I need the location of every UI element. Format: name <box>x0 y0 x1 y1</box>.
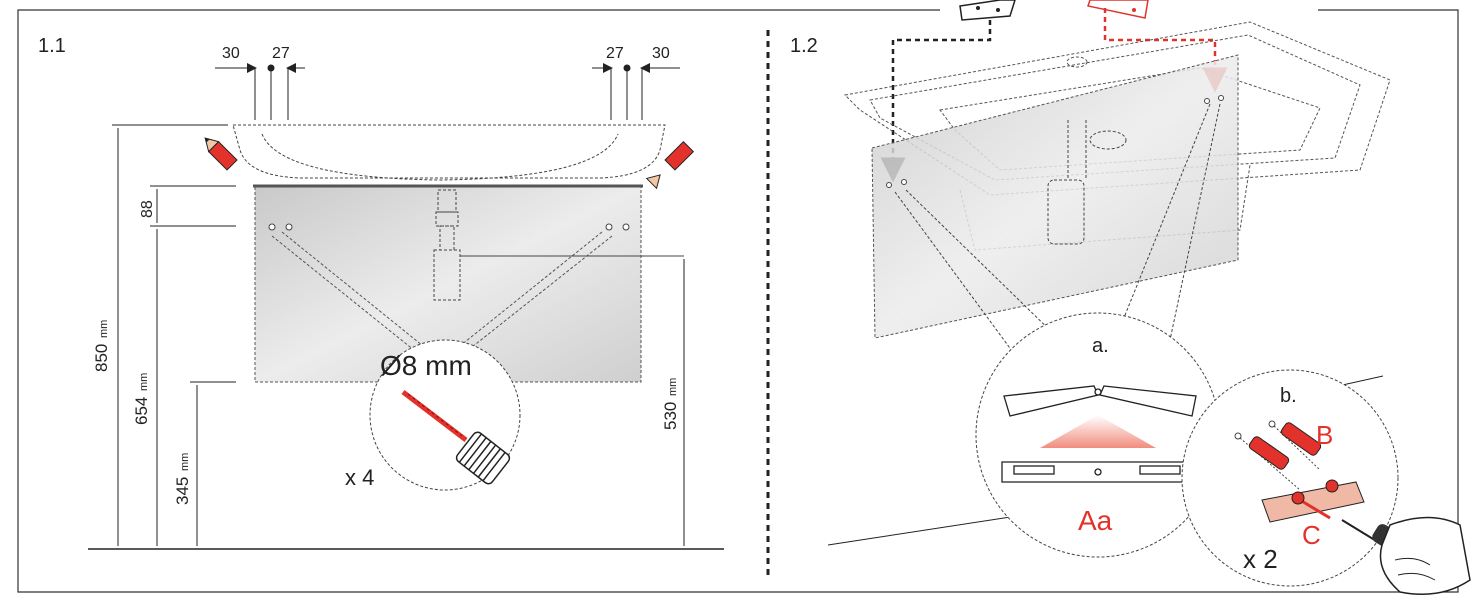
svg-text:530: 530 <box>661 402 680 430</box>
svg-text:654: 654 <box>132 397 151 425</box>
svg-text:345: 345 <box>173 477 192 505</box>
step-label-1-2: 1.2 <box>790 35 818 57</box>
svg-text:mm: mm <box>667 378 679 396</box>
siphon-3d-icon <box>1047 120 1127 245</box>
dim-345-label: 345 mm <box>173 453 192 505</box>
panel-1-1: 1.1 <box>38 35 724 550</box>
top-dimension-marks <box>215 63 680 120</box>
drill-bit-icon <box>401 390 511 485</box>
wall-plug-icon <box>1234 420 1365 523</box>
svg-text:mm: mm <box>98 320 110 338</box>
dim-654-label: 654 mm <box>132 373 151 425</box>
hole-count-label: x 4 <box>345 465 374 490</box>
axis-dot <box>267 64 275 72</box>
wall-panel-3d <box>871 54 1239 339</box>
svg-text:850: 850 <box>92 344 111 372</box>
detail-b-circle <box>1181 369 1399 587</box>
part-aa-label: Aa <box>1078 505 1113 536</box>
red-dashed-arrow <box>1103 8 1228 93</box>
screwdriver-hand-icon <box>1341 516 1471 595</box>
fold-arrow-fan <box>1040 415 1156 448</box>
axis-dot <box>623 64 631 72</box>
dim-top-right-27: 27 <box>606 45 624 62</box>
step-label-1-1: 1.1 <box>38 35 66 57</box>
drill-holes-left <box>268 223 630 231</box>
pencil-icon <box>645 140 695 190</box>
dim-top-right-30: 30 <box>652 45 670 62</box>
dim-88: 88 <box>139 200 156 218</box>
dim-top-left-30: 30 <box>222 45 240 62</box>
part-b-label: B <box>1316 420 1333 450</box>
washbasin-outline <box>232 124 666 179</box>
svg-text:mm: mm <box>138 373 150 391</box>
svg-text:mm: mm <box>179 453 191 471</box>
dim-850-label: 850 mm <box>92 320 111 372</box>
bracket-icon <box>959 0 1149 21</box>
panel-holes <box>886 95 1224 188</box>
detail-a-label: a. <box>1092 335 1109 357</box>
bracket-folded-icon <box>1003 385 1197 417</box>
siphon-icon <box>433 189 461 301</box>
bracket-flat-icon <box>1001 461 1197 483</box>
dim-530-label: 530 mm <box>661 378 680 430</box>
detail-b-count: x 2 <box>1243 544 1278 574</box>
part-c-label: C <box>1302 520 1321 550</box>
vertical-dimension-lines <box>112 124 685 546</box>
black-dashed-arrow <box>880 20 992 183</box>
outer-frame <box>17 9 1459 593</box>
panel-1-2: 1.2 <box>790 0 1471 595</box>
washbasin-bowl <box>261 133 619 181</box>
drill-size-label: Ø8 mm <box>380 350 472 381</box>
detail-b-label: b. <box>1280 385 1297 407</box>
pencil-icon <box>204 137 238 171</box>
callout-lines <box>894 103 1221 356</box>
dim-top-left-27: 27 <box>272 45 290 62</box>
